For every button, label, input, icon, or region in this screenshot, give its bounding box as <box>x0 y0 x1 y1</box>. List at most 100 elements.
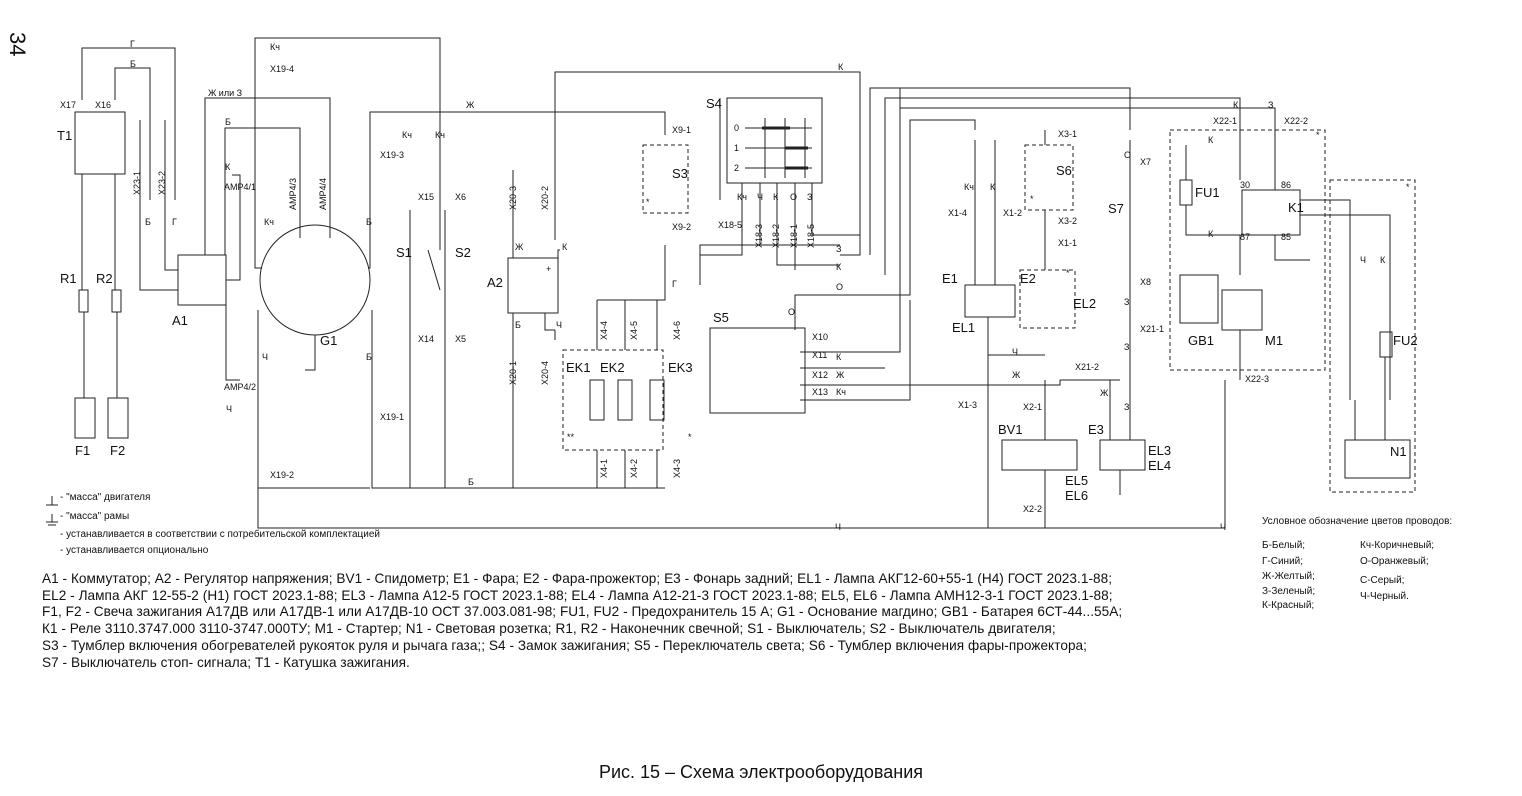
wire-mark: Б <box>366 217 372 227</box>
wire-mark: К <box>1208 229 1214 239</box>
wire-mark: О <box>790 192 797 202</box>
el3-label: EL3 <box>1148 443 1171 458</box>
conn-x8: X8 <box>1140 277 1151 287</box>
s6-label: S6 <box>1056 163 1072 178</box>
wire-mark: К <box>562 242 568 252</box>
conn-amp4-3: АМР4/3 <box>288 178 298 210</box>
conn-x19-1: X19-1 <box>380 412 404 422</box>
term-87: 87 <box>1240 232 1250 242</box>
term-85: 85 <box>1281 232 1291 242</box>
conn-x17: X17 <box>60 100 76 110</box>
conn-x23-1: X23-1 <box>132 171 142 195</box>
s4-label: S4 <box>706 96 722 111</box>
wire-mark: Ч <box>556 320 562 330</box>
note-frame-mass: - "масса" рамы <box>60 511 130 522</box>
ek3-label: EK3 <box>668 360 693 375</box>
wire-mark: * <box>1406 182 1410 192</box>
term-86: 86 <box>1281 180 1291 190</box>
k1-label: K1 <box>1288 200 1304 215</box>
conn-x9-2: X9-2 <box>672 222 691 232</box>
conn-x20-2: X20-2 <box>540 186 550 210</box>
wire-mark: З <box>836 244 841 254</box>
conn-x4-5: X4-5 <box>629 321 639 340</box>
wire-mark: * <box>1066 268 1070 278</box>
conn-x21-2: X21-2 <box>1075 362 1099 372</box>
wire-mark: + <box>546 264 551 274</box>
el2-label: EL2 <box>1073 296 1096 311</box>
e2-label: E2 <box>1020 271 1036 286</box>
legend-line: К1 - Реле 3110.3747.000 3110-3747.000ТУ;… <box>42 621 1056 636</box>
wire-mark: Ч <box>1220 522 1226 532</box>
conn-x16: X16 <box>95 100 111 110</box>
wire-mark: Б <box>225 117 231 127</box>
term-30: 30 <box>1240 180 1250 190</box>
color-key-item: О-Оранжевый; <box>1360 556 1429 567</box>
wire-mark: Кч <box>270 42 280 52</box>
wire-mark: Ч <box>835 522 841 532</box>
s7-label: S7 <box>1108 201 1124 216</box>
note-double-star: - устанавливается опционально <box>60 545 209 556</box>
wire-mark: З <box>1268 100 1273 110</box>
fu1-label: FU1 <box>1195 185 1220 200</box>
wire-mark: Ч <box>757 192 763 202</box>
el5-label: EL5 <box>1065 473 1088 488</box>
conn-x1-3: X1-3 <box>958 400 977 410</box>
el4-label: EL4 <box>1148 458 1171 473</box>
wire-mark: К <box>225 162 231 172</box>
conn-x2-1: X2-1 <box>1023 402 1042 412</box>
color-key-item: Г-Синий; <box>1262 556 1304 567</box>
conn-x1-4: X1-4 <box>948 208 967 218</box>
conn-x15: X15 <box>418 192 434 202</box>
fu2-label: FU2 <box>1393 333 1418 348</box>
wire-mark: Ч <box>226 404 232 414</box>
conn-x3-1: X3-1 <box>1058 129 1077 139</box>
conn-x6: X6 <box>455 192 466 202</box>
el6-label: EL6 <box>1065 488 1088 503</box>
wire-mark: З <box>1124 402 1129 412</box>
bv1-label: BV1 <box>998 422 1023 437</box>
conn-x3-2: X3-2 <box>1058 216 1077 226</box>
wire-mark: О <box>788 307 795 317</box>
wire-mark: Б <box>366 352 372 362</box>
color-key-item: З-Зеленый; <box>1262 586 1316 597</box>
t1-label: T1 <box>57 128 72 143</box>
ek1-label: EK1 <box>566 360 591 375</box>
legend-line: EL2 - Лампа АКГ 12-55-2 (Н1) ГОСТ 2023.1… <box>42 588 1113 603</box>
color-key-item: Кч-Коричневый; <box>1360 540 1435 551</box>
wire-mark: Б <box>130 59 136 69</box>
r2-label: R2 <box>96 271 113 286</box>
wire-mark: * <box>1316 130 1320 140</box>
conn-amp4-2: АМР4/2 <box>224 382 256 392</box>
conn-x4-2: X4-2 <box>629 459 639 478</box>
conn-x21-1: X21-1 <box>1140 324 1164 334</box>
conn-amp4-4: АМР4/4 <box>318 178 328 210</box>
conn-x14: X14 <box>418 334 434 344</box>
conn-x9-1: X9-1 <box>672 125 691 135</box>
conn-x1-2: X1-2 <box>1003 208 1022 218</box>
conn-x5: X5 <box>455 334 466 344</box>
wire-mark: Ж <box>515 242 524 252</box>
s4-pos-0: 0 <box>734 123 739 133</box>
e1-label: E1 <box>942 271 958 286</box>
conn-x13: X13 <box>812 387 828 397</box>
wire-mark: К <box>838 62 844 72</box>
conn-x19-4: X19-4 <box>270 64 294 74</box>
wire-mark: Кч <box>737 192 747 202</box>
wire-mark: Ч <box>1360 255 1366 265</box>
color-key-item: Б-Белый; <box>1262 540 1306 551</box>
conn-x18-2: X18-2 <box>771 224 781 248</box>
conn-x20-4: X20-4 <box>540 361 550 385</box>
conn-x19-3: X19-3 <box>380 150 404 160</box>
wire-mark: Ч <box>1012 347 1018 357</box>
wire-mark: О <box>836 282 843 292</box>
a2-label: A2 <box>487 275 503 290</box>
conn-x23-2: X23-2 <box>157 171 167 195</box>
wire-mark: Б <box>145 217 151 227</box>
color-key-item: Ж-Желтый; <box>1262 571 1315 582</box>
conn-x18-5a: X18-5 <box>718 220 742 230</box>
s5-label: S5 <box>713 310 729 325</box>
conn-x22-3: X22-3 <box>1245 374 1269 384</box>
wire-mark: З <box>1124 342 1129 352</box>
wire-mark: Ж <box>1100 388 1109 398</box>
note-engine-mass: - "масса" двигателя <box>60 492 151 503</box>
